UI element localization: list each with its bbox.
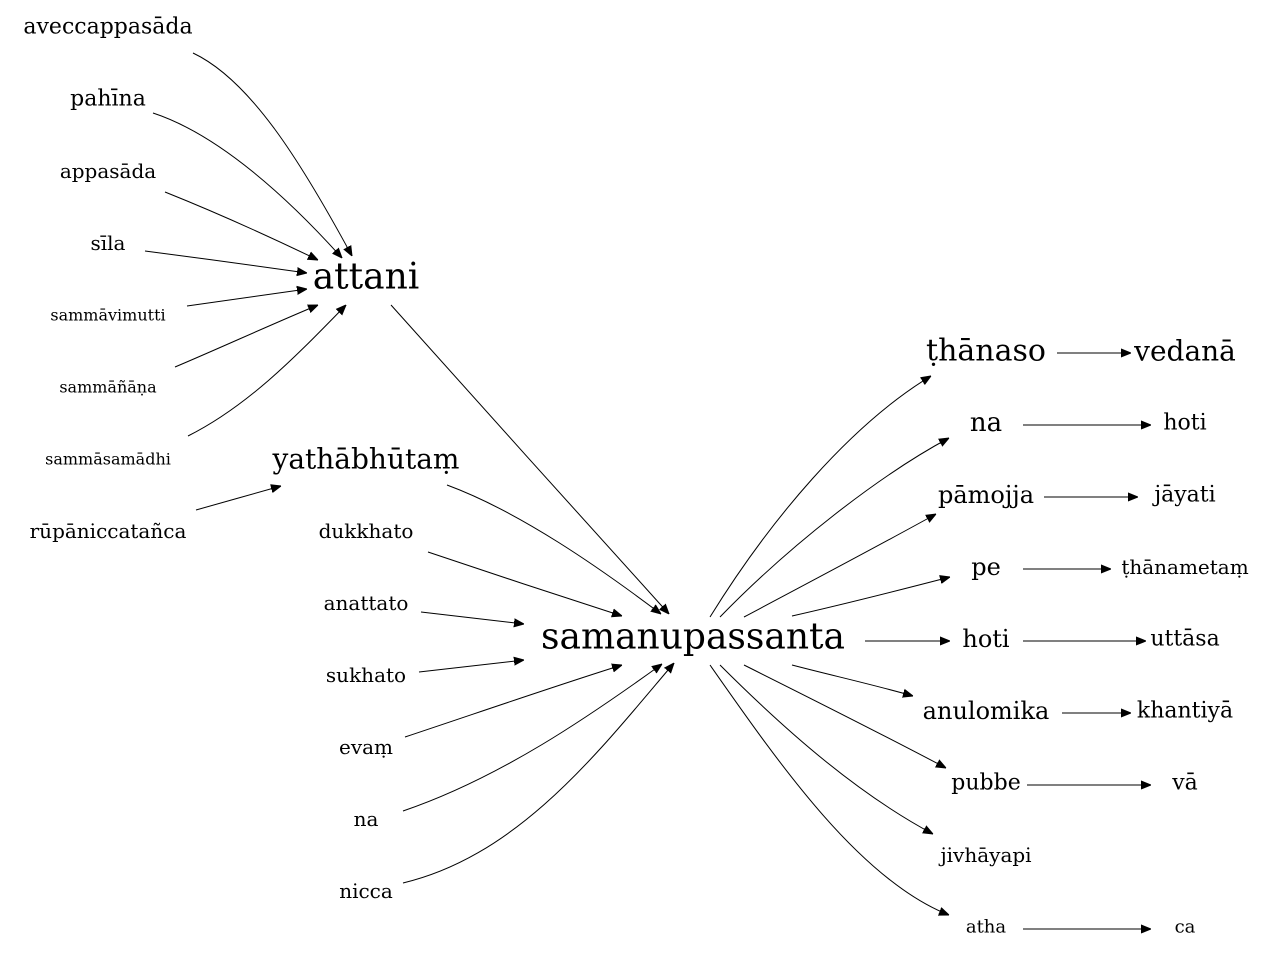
edge-samanupassanta-pubbe: [743, 664, 946, 768]
node-evam: evaṃ: [339, 735, 393, 759]
edge-aveccappasada-attani: [192, 52, 352, 256]
node-sukhato: sukhato: [326, 663, 406, 687]
node-ca: ca: [1175, 917, 1196, 938]
node-uttasa: uttāsa: [1150, 627, 1219, 652]
node-thanaso: ṭhānaso: [926, 334, 1046, 369]
edge-evam-samanupassanta: [404, 665, 622, 738]
edge-samanupassanta-pamojja: [743, 514, 936, 618]
node-pamojja: pāmojja: [938, 481, 1034, 509]
node-vedana: vedanā: [1133, 335, 1236, 368]
edge-pahina-attani: [152, 112, 342, 258]
node-anulomika: anulomika: [923, 697, 1050, 725]
node-jayati: jāyati: [1151, 483, 1215, 508]
node-sila: sīla: [91, 231, 126, 255]
node-pubbe: pubbe: [951, 771, 1020, 796]
edge-na-left-samanupassanta: [402, 664, 662, 812]
edge-sila-attani: [144, 250, 307, 273]
edge-appasada-attani: [164, 191, 318, 260]
edge-samanupassanta-na-right: [719, 438, 949, 618]
node-khantiya: khantiyā: [1137, 699, 1233, 724]
edge-samanupassanta-pe: [791, 577, 950, 617]
node-thanametam: ṭhānametaṃ: [1121, 555, 1248, 579]
edge-samanupassanta-thanaso: [709, 376, 931, 618]
edge-samanupassanta-anulomika: [791, 664, 913, 696]
edges: [144, 52, 1151, 929]
edge-samanupassanta-jivhayapi: [719, 664, 933, 834]
edge-sammavimutti-attani: [186, 289, 307, 307]
node-va: vā: [1171, 771, 1198, 796]
node-atha: atha: [966, 917, 1007, 938]
node-pahina: pahīna: [70, 87, 146, 112]
edge-rupaniccatanca-yathabhutam: [195, 486, 281, 511]
node-sammavimutti: sammāvimutti: [50, 306, 165, 325]
node-dukkhato: dukkhato: [319, 519, 414, 543]
node-jivhayapi: jivhāyapi: [938, 843, 1031, 867]
node-na-right: na: [970, 408, 1002, 438]
edge-nicca-samanupassanta: [402, 663, 674, 884]
node-appasada: appasāda: [60, 159, 156, 183]
node-rupaniccatanca: rūpāniccatañca: [30, 519, 187, 543]
edge-sammananana-attani: [174, 305, 318, 368]
nodes: aveccappasāda pahīna appasāda sīla sammā…: [23, 15, 1248, 938]
node-attani: attani: [313, 257, 420, 298]
node-sammananana: sammāñāṇa: [59, 378, 157, 397]
edge-attani-samanupassanta: [390, 304, 669, 614]
edge-sammasamadhi-attani: [187, 305, 346, 437]
edge-sukhato-samanupassanta: [418, 660, 524, 673]
node-pe: pe: [971, 553, 1001, 581]
edge-yathabhutam-samanupassanta: [446, 484, 661, 614]
node-hoti-mid: hoti: [962, 625, 1010, 653]
edge-dukkhato-samanupassanta: [427, 551, 622, 616]
node-yathabhutam: yathābhūtaṃ: [272, 443, 460, 476]
node-samanupassanta: samanupassanta: [541, 617, 845, 658]
edge-anattato-samanupassanta: [420, 611, 524, 624]
node-sammasamadhi: sammāsamādhi: [45, 450, 171, 469]
node-hoti-top: hoti: [1163, 411, 1206, 436]
node-aveccappasada: aveccappasāda: [23, 15, 192, 40]
edge-samanupassanta-atha: [709, 664, 949, 915]
node-nicca: nicca: [339, 879, 393, 903]
node-na-left: na: [354, 807, 379, 831]
node-anattato: anattato: [324, 591, 409, 615]
